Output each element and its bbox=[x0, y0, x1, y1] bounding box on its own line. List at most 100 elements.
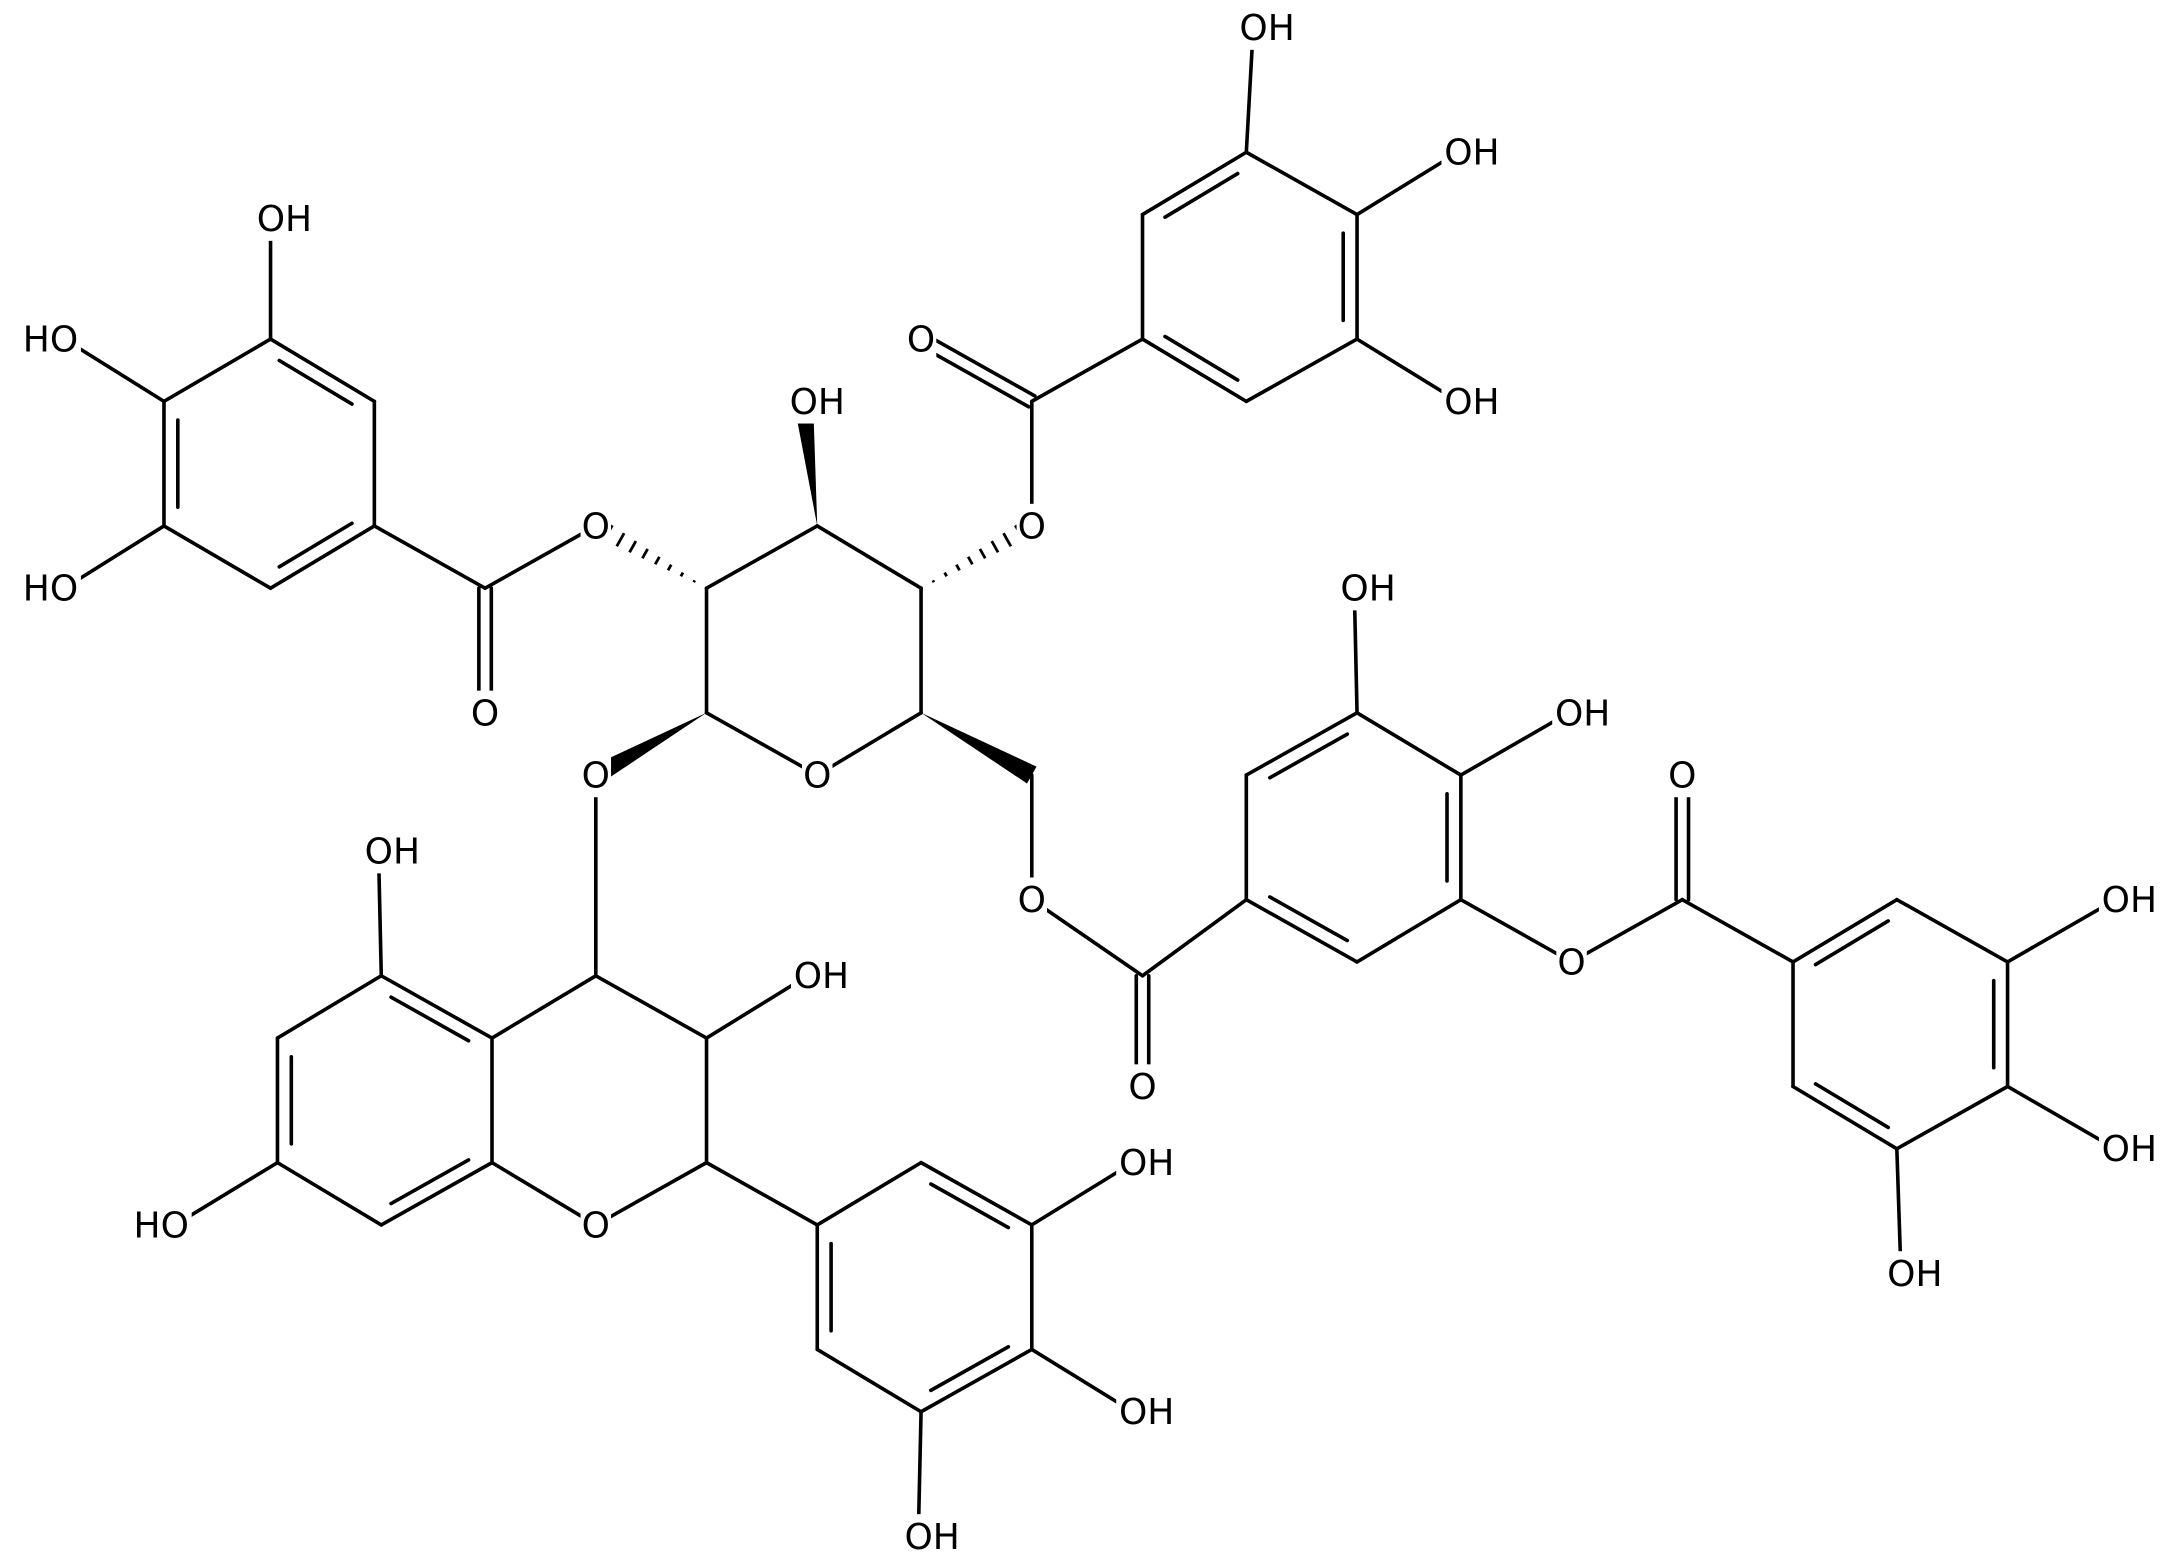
hashed-wedge-line bbox=[654, 556, 661, 565]
ring-bond bbox=[1791, 897, 1899, 964]
single-bond bbox=[594, 973, 709, 1040]
single-bond bbox=[1459, 897, 1574, 964]
double-bond-inner bbox=[277, 358, 354, 406]
oxygen-atom-label: O bbox=[582, 506, 610, 547]
hashed-wedge-line bbox=[943, 571, 948, 577]
ring-bond bbox=[268, 337, 377, 404]
ring-bond bbox=[1895, 897, 2010, 964]
hydroxyl-label: OH bbox=[790, 382, 845, 423]
single-bond bbox=[594, 1160, 709, 1227]
double-bond-inner bbox=[929, 1344, 1011, 1393]
ring-bond bbox=[815, 710, 923, 777]
oxygen-atom-label: O bbox=[1557, 942, 1585, 983]
hydroxyl-label: OH bbox=[2102, 1129, 2157, 1170]
single-bond bbox=[1140, 897, 1249, 978]
label-mask bbox=[790, 953, 847, 998]
ring-bond bbox=[379, 973, 494, 1040]
ring-bond bbox=[268, 524, 377, 591]
ring-bond bbox=[1244, 337, 1359, 404]
bonds bbox=[62, 25, 2118, 1539]
label-mask bbox=[1441, 130, 1497, 175]
single-bond bbox=[1355, 337, 1460, 404]
ring-bond bbox=[1244, 710, 1359, 777]
hydroxyl-label: OH bbox=[1555, 693, 1610, 734]
hydroxyl-label: HO bbox=[23, 320, 78, 361]
single-bond bbox=[173, 1160, 280, 1227]
carbonyl-double-bond bbox=[922, 331, 1037, 398]
label-mask bbox=[361, 829, 418, 874]
ring-bond bbox=[275, 1160, 384, 1227]
label-mask bbox=[1441, 379, 1497, 424]
label-mask bbox=[786, 379, 843, 424]
hydroxyl-label: OH bbox=[1239, 8, 1294, 49]
hydroxyl-label: OH bbox=[257, 199, 312, 240]
single-bond bbox=[704, 1160, 820, 1227]
label-mask bbox=[1116, 1389, 1172, 1434]
single-bond bbox=[1459, 710, 1571, 777]
atom-labels: OHHOHOOOOHOOOHOHOHOOOOOHOHOOOHOHOHOHOHHO… bbox=[23, 5, 2157, 1559]
oxygen-atom-label: O bbox=[582, 1205, 610, 1246]
label-mask bbox=[25, 566, 81, 611]
label-mask bbox=[136, 1202, 192, 1248]
single-bond bbox=[1029, 1347, 1135, 1414]
label-mask bbox=[1884, 1251, 1940, 1296]
single-bond bbox=[2005, 897, 2118, 964]
ring-bond bbox=[1355, 710, 1463, 777]
hashed-wedge-line bbox=[615, 532, 626, 548]
ring-bond bbox=[919, 1160, 1034, 1227]
double-bond-inner bbox=[1163, 171, 1240, 219]
wedge-bond bbox=[921, 712, 1037, 784]
single-bond bbox=[483, 524, 598, 591]
label-mask bbox=[905, 316, 937, 362]
ring-bond bbox=[1244, 897, 1359, 964]
hashed-wedge-line bbox=[1002, 532, 1013, 548]
label-mask bbox=[1236, 5, 1292, 50]
label-mask bbox=[1016, 503, 1048, 549]
hydroxyl-label: OH bbox=[1119, 1143, 1174, 1184]
label-mask bbox=[25, 316, 81, 362]
single-bond bbox=[1029, 337, 1145, 404]
hashed-wedge-line bbox=[628, 540, 638, 554]
oxygen-atom-label: O bbox=[1018, 880, 1046, 921]
ring-bond bbox=[1140, 150, 1249, 217]
ring-bond bbox=[1895, 1084, 2010, 1151]
wedge-bond bbox=[591, 712, 707, 784]
label-mask bbox=[580, 503, 612, 549]
hydroxyl-label: OH bbox=[904, 1517, 959, 1558]
double-bond-inner bbox=[929, 1182, 1011, 1230]
label-mask bbox=[2098, 877, 2155, 922]
hashed-wedge-line bbox=[955, 563, 961, 571]
label-mask bbox=[1667, 752, 1698, 798]
single-bond bbox=[1029, 897, 1145, 978]
oxygen-atom-label: O bbox=[803, 756, 831, 797]
label-mask bbox=[1552, 690, 1608, 735]
ring-bond bbox=[1791, 1084, 1899, 1151]
hydroxyl-label: OH bbox=[1340, 569, 1395, 610]
hydroxyl-label: OH bbox=[794, 956, 849, 997]
hydroxyl-label: OH bbox=[1119, 1392, 1174, 1433]
wedge-bond bbox=[793, 400, 818, 526]
ring-bond bbox=[815, 524, 923, 591]
hydroxyl-label: HO bbox=[23, 569, 78, 610]
oxygen-atom-label: O bbox=[582, 756, 610, 797]
single-bond bbox=[1029, 1160, 1135, 1227]
hydroxyl-label: OH bbox=[365, 832, 420, 873]
hashed-wedge-line bbox=[990, 540, 1000, 554]
double-bond-inner bbox=[1163, 334, 1240, 382]
label-mask bbox=[1337, 566, 1394, 611]
hydroxyl-label: OH bbox=[2102, 880, 2157, 921]
ring-bond bbox=[379, 1160, 494, 1227]
label-mask bbox=[580, 1202, 612, 1248]
single-bond bbox=[1680, 897, 1795, 964]
hydroxyl-label: OH bbox=[1887, 1254, 1942, 1295]
hashed-wedge-line bbox=[931, 579, 936, 583]
double-bond-inner bbox=[1267, 732, 1350, 780]
ring-bond bbox=[275, 973, 384, 1040]
hydroxyl-label: OH bbox=[1444, 133, 1499, 174]
ring-bond bbox=[815, 1160, 923, 1227]
hashed-wedge-line bbox=[692, 579, 696, 583]
single-bond bbox=[1355, 150, 1460, 217]
single-bond bbox=[62, 524, 166, 591]
hashed-wedge-line bbox=[978, 548, 987, 559]
single-bond bbox=[2005, 1084, 2118, 1151]
